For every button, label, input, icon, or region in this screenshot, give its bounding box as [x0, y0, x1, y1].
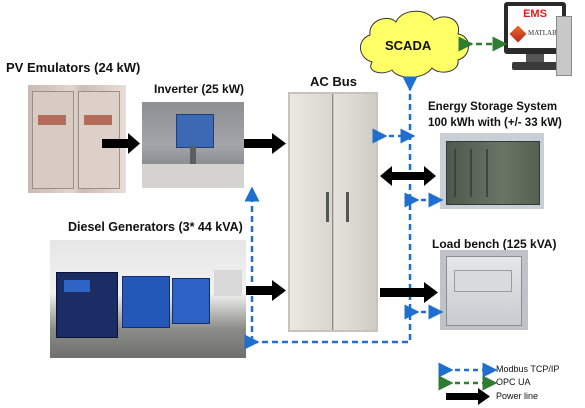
ac-bus-image: [288, 92, 378, 332]
ems-title: EMS: [523, 8, 547, 20]
power-pv-to-inverter: [102, 133, 140, 154]
ess-label-line1: Energy Storage System: [428, 101, 558, 113]
inverter-image: [142, 102, 244, 188]
ess-container-image: [440, 133, 544, 209]
load-bench-label: Load bench (125 kVA): [432, 237, 557, 251]
ems-monitor: EMS MATLAB: [504, 2, 566, 54]
legend-power-icon: [446, 388, 490, 405]
pv-emulators-label: PV Emulators (24 kW): [6, 60, 141, 75]
load-bench-image: [440, 250, 528, 330]
power-acbus-to-load: [380, 282, 438, 303]
matlab-label: MATLAB: [528, 29, 557, 37]
legend-power-label: Power line: [496, 391, 539, 401]
ems-computer: EMS MATLAB: [504, 2, 572, 78]
legend-opc-label: OPC UA: [496, 377, 531, 387]
diesel-generators-image: [50, 240, 246, 358]
ems-tower: [556, 16, 572, 76]
ac-bus-label: AC Bus: [310, 74, 357, 89]
inverter-label: Inverter (25 kW): [154, 82, 245, 96]
power-acbus-ess: [380, 166, 436, 186]
power-diesel-to-acbus: [246, 280, 286, 301]
scada-cloud: [360, 10, 469, 78]
power-inverter-to-acbus: [244, 133, 286, 154]
legend-modbus-label: Modbus TCP/IP: [496, 364, 560, 374]
ess-label-line2: 100 kWh with (+/- 33 kW): [428, 117, 562, 129]
pv-emulators-image: [28, 85, 126, 193]
scada-label: SCADA: [385, 38, 432, 53]
diesel-generators-label: Diesel Generators (3* 44 kVA): [68, 220, 243, 234]
